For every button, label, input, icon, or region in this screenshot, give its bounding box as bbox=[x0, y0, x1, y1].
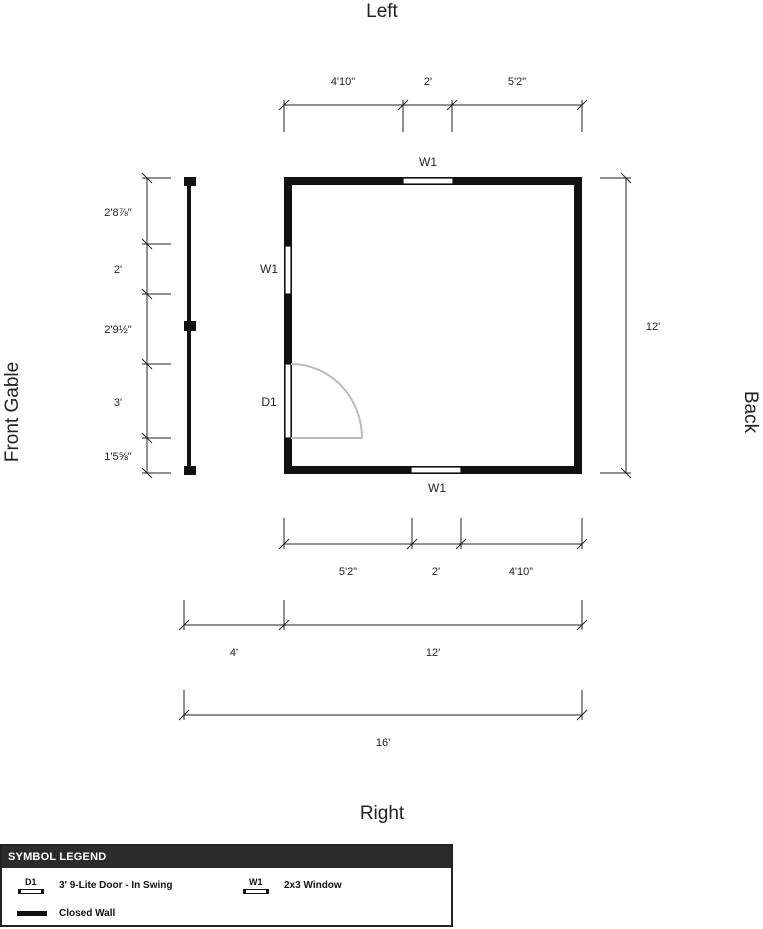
top-dim-3: 5'2" bbox=[508, 76, 526, 88]
door-symbol-icon bbox=[18, 889, 44, 894]
bottom-dim-1: 5'2" bbox=[339, 566, 357, 578]
top-dim-1: 4'10" bbox=[331, 76, 355, 88]
legend-title: SYMBOL LEGEND bbox=[2, 846, 451, 868]
legend-window-code: W1 bbox=[249, 877, 263, 887]
right-dimension-line bbox=[600, 172, 632, 479]
door-left-tag: D1 bbox=[261, 395, 277, 409]
window-bottom-tag: W1 bbox=[428, 481, 446, 495]
right-dim: 12' bbox=[646, 321, 660, 333]
legend-window-label: 2x3 Window bbox=[284, 880, 342, 891]
window-left-tag: W1 bbox=[260, 262, 278, 276]
bottom-dim-2: 2' bbox=[432, 566, 440, 578]
overall-dimension-line bbox=[178, 600, 588, 631]
legend-door-code: D1 bbox=[25, 877, 37, 887]
window-left bbox=[284, 245, 292, 295]
overall-dim-2: 12' bbox=[426, 647, 440, 659]
window-symbol-icon bbox=[243, 889, 269, 894]
top-dimension-line bbox=[278, 99, 588, 132]
total-dimension-line bbox=[178, 690, 588, 721]
front-dim-2: 2' bbox=[114, 264, 122, 276]
closed-wall-symbol-icon bbox=[17, 911, 47, 916]
overall-dim-1: 4' bbox=[230, 647, 238, 659]
bottom-dimension-line bbox=[278, 518, 588, 550]
front-dimension-line bbox=[141, 172, 171, 479]
window-top bbox=[402, 177, 454, 185]
total-dim: 16' bbox=[376, 737, 390, 749]
building-walls bbox=[284, 177, 582, 474]
front-dim-4: 3' bbox=[114, 397, 122, 409]
legend-wall-label: Closed Wall bbox=[59, 908, 116, 919]
front-dim-5: 1'5⅝" bbox=[104, 451, 132, 463]
top-dim-2: 2' bbox=[424, 76, 432, 88]
bottom-dim-3: 4'10" bbox=[509, 566, 533, 578]
side-label-right: Back bbox=[740, 391, 761, 434]
front-dim-1: 2'8⅞" bbox=[104, 207, 132, 219]
side-label-bottom: Right bbox=[360, 803, 405, 824]
symbol-legend: SYMBOL LEGEND D1 3' 9-Lite Door - In Swi… bbox=[0, 844, 453, 927]
front-dim-3: 2'9½" bbox=[104, 324, 132, 336]
side-label-left: Front Gable bbox=[2, 362, 23, 462]
window-top-tag: W1 bbox=[419, 155, 437, 169]
door-left bbox=[284, 363, 363, 439]
window-bottom bbox=[410, 466, 462, 474]
legend-door-label: 3' 9-Lite Door - In Swing bbox=[59, 880, 173, 891]
side-label-top: Left bbox=[366, 1, 398, 22]
front-gable-wall bbox=[184, 177, 196, 475]
